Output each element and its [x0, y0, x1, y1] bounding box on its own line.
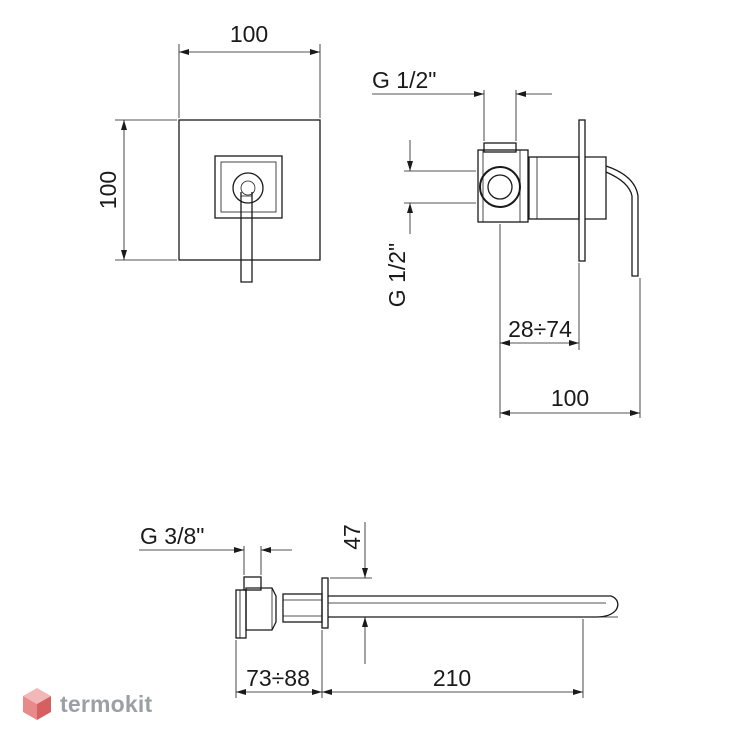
side-valve-block	[477, 149, 529, 223]
spout-inlet-stub	[243, 576, 262, 591]
side-inlet-fitting	[479, 166, 521, 208]
spout-wall-flange	[321, 577, 329, 629]
side-thread-top-label: G 1/2"	[372, 67, 436, 93]
watermark-text: termokit	[60, 690, 153, 717]
side-thread-side-label: G 1/2"	[384, 243, 410, 307]
front-escutcheon-inner	[220, 161, 277, 213]
front-handle-hub	[232, 172, 264, 204]
spout-body-range-label: 73÷88	[246, 665, 310, 691]
front-width-label: 100	[230, 21, 268, 47]
side-body	[528, 156, 580, 220]
front-escutcheon	[214, 155, 283, 219]
cube-left-face	[23, 696, 37, 720]
front-plate-outline	[178, 119, 321, 261]
front-lever	[240, 192, 253, 283]
side-lever	[605, 165, 639, 277]
side-inlet-fitting-inner	[487, 174, 513, 200]
side-total-depth-label: 100	[551, 385, 589, 411]
side-wall-plate	[578, 119, 586, 262]
front-handle-hub-inner	[240, 180, 256, 196]
side-view: G 1/2" G 1/2" 28÷74 100	[372, 67, 641, 418]
spout-valve-cap	[235, 589, 247, 639]
spout-connector	[282, 593, 323, 623]
spout-view: G 3/8" 47 73÷88 210	[139, 522, 619, 698]
watermark-logo: termokit	[22, 686, 152, 722]
cube-logo-icon	[23, 688, 51, 720]
front-height-label: 100	[95, 171, 121, 209]
spout-thread-label: G 3/8"	[140, 523, 204, 549]
side-top-outlet	[483, 142, 517, 153]
spout-valve-housing	[245, 587, 277, 631]
side-depth-range-label: 28÷74	[508, 316, 572, 342]
front-view: 100 100	[95, 21, 321, 283]
side-escutcheon	[585, 156, 607, 220]
cube-right-face	[37, 696, 51, 720]
spout-height-label: 47	[339, 524, 365, 550]
spout-body	[328, 595, 619, 618]
spout-length-label: 210	[433, 665, 471, 691]
